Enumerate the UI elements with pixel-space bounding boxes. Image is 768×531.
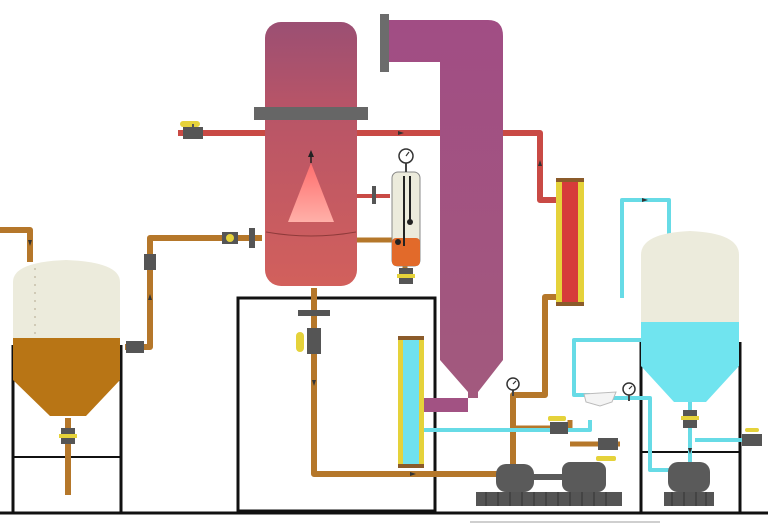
pressure-gauge	[506, 377, 520, 396]
cyan-loop-pipe	[572, 338, 590, 397]
feed-tank-liquid	[13, 338, 120, 416]
product-tank-liquid	[641, 322, 739, 402]
pump-2	[664, 462, 714, 506]
flow-arrow	[148, 294, 152, 300]
column-flange	[254, 107, 368, 120]
flow-arrow	[28, 240, 32, 246]
flow-arrow	[398, 131, 404, 135]
pipe-fitting	[372, 186, 376, 204]
pressure-gauge	[622, 382, 636, 401]
pressure-gauge	[398, 148, 414, 172]
valve-icon	[222, 228, 255, 248]
flow-arrow	[410, 472, 416, 476]
valve-icon	[296, 310, 330, 354]
pipe-fitting	[144, 254, 156, 270]
feed-tank	[13, 260, 120, 416]
flow-arrow	[642, 198, 648, 202]
valve-icon	[397, 268, 415, 284]
pump-1	[476, 462, 622, 506]
valve-icon	[596, 438, 618, 461]
pump-casing	[668, 462, 710, 492]
feed-tank-headspace	[13, 260, 120, 338]
flow-meter	[583, 391, 617, 407]
spray-cone	[288, 163, 334, 222]
red-heat-exchanger	[556, 178, 584, 306]
pipe-fitting	[126, 341, 144, 353]
flow-arrow	[312, 380, 316, 386]
valve-icon	[681, 410, 699, 428]
sight-glass	[391, 171, 421, 267]
spray-nozzle	[308, 150, 314, 157]
spray-column	[254, 22, 368, 286]
pump-discharge-pipe	[510, 294, 560, 470]
pump-base	[476, 492, 622, 506]
flow-arrow	[688, 448, 692, 454]
pump-motor	[562, 462, 606, 492]
duct-flange	[380, 14, 389, 72]
valve-icon	[742, 428, 762, 446]
cyan-exchanger-pipe	[420, 420, 592, 432]
pump-base	[664, 492, 714, 506]
inlet-pipe	[0, 227, 33, 262]
flow-arrow	[538, 160, 542, 166]
support-frames	[11, 296, 742, 513]
product-tank-headspace	[641, 231, 739, 322]
cyan-heat-exchanger	[398, 336, 424, 468]
exhaust-duct	[380, 14, 503, 412]
flow-arrows	[28, 131, 692, 476]
pump-casing	[496, 464, 534, 492]
valve-icon	[548, 416, 568, 434]
valve-icon	[59, 428, 77, 444]
product-tank	[641, 231, 739, 402]
valve-icon	[180, 121, 203, 139]
valves	[59, 121, 762, 461]
